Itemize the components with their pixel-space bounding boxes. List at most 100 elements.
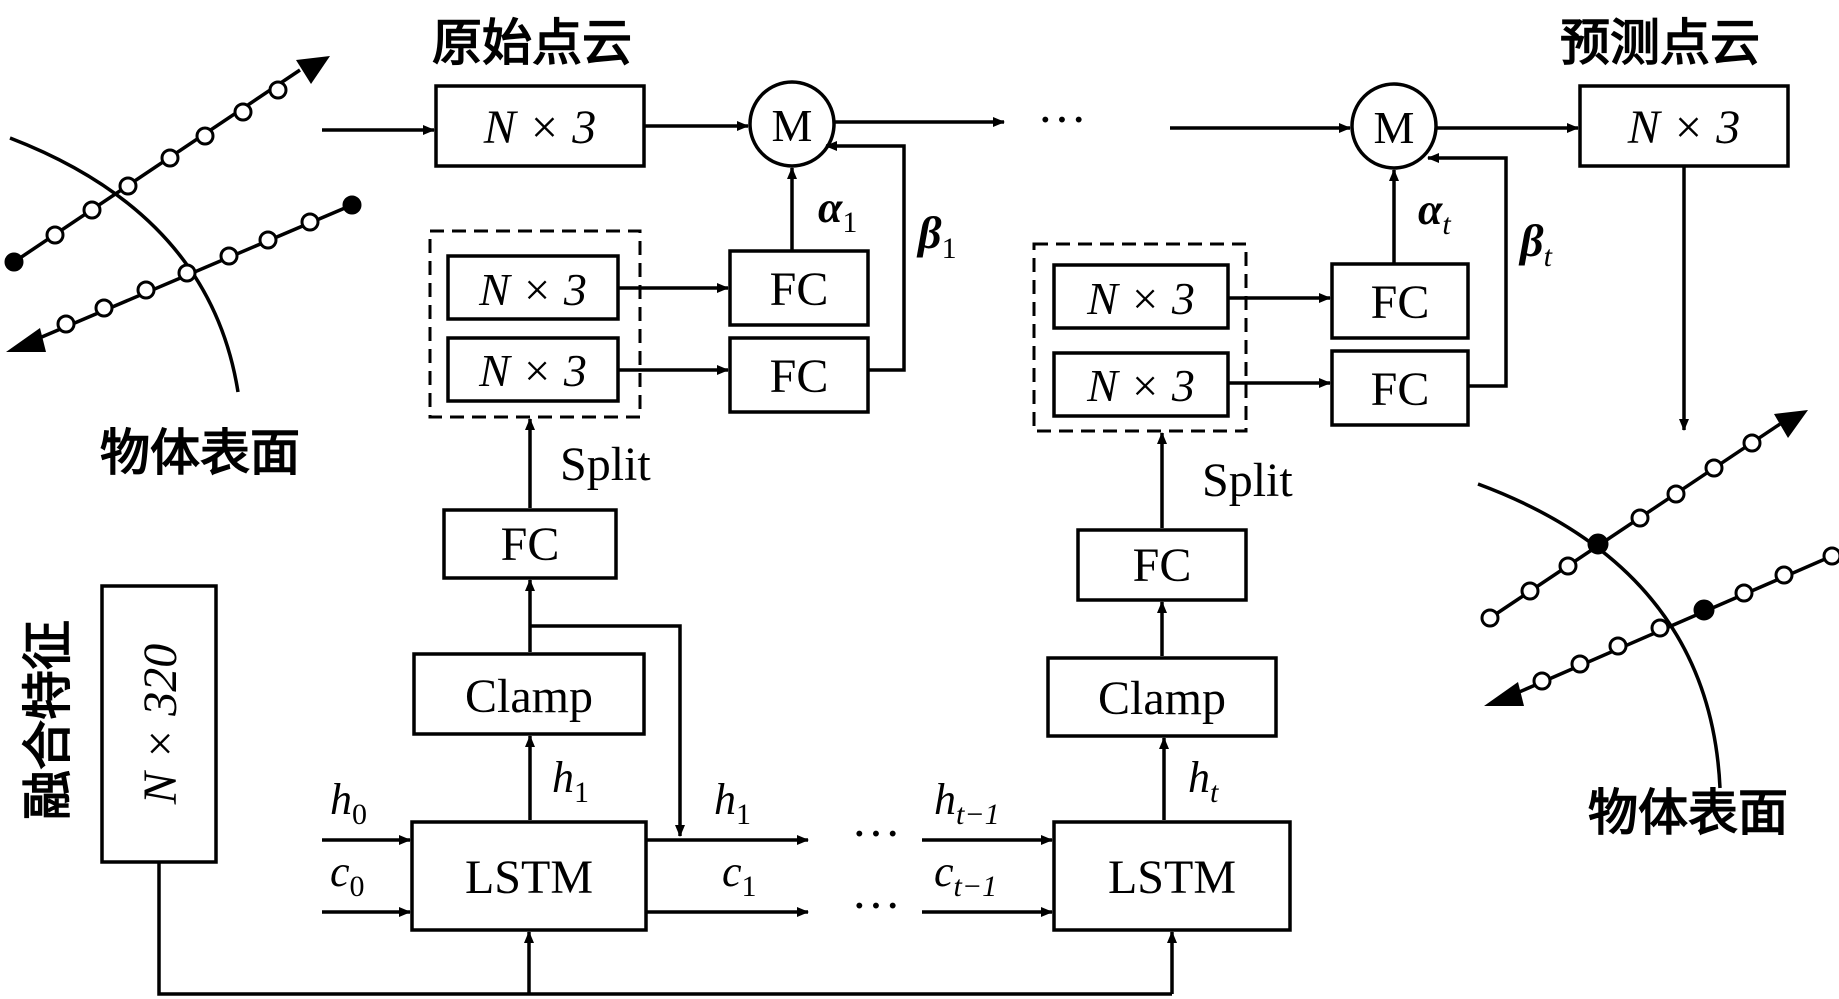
fused-feature-dim: N × 320 [134, 644, 187, 805]
beta-label-left: β1 [916, 207, 957, 265]
split-label-right: Split [1202, 454, 1293, 507]
merge-node-left [748, 80, 836, 168]
split-box-top-left [446, 254, 620, 321]
fc-beta-left-label: FC [770, 350, 829, 403]
ray-point [258, 230, 278, 250]
beta-line-right [1427, 153, 1508, 388]
original-cloud-title: 原始点云 [432, 14, 632, 72]
right-block: N × 3 N × 3 FC FC αt βt Split FC Clamp h… [922, 153, 1553, 932]
split-box-top-right [1052, 263, 1230, 330]
split-label-left: Split [560, 438, 651, 491]
c1-next-label: c1 [722, 847, 757, 903]
merge-node-left-label: M [772, 100, 813, 151]
pred-ray-down-points [1532, 546, 1839, 691]
fc-beta-right [1330, 349, 1470, 427]
ray-point [1532, 671, 1552, 691]
fc-alpha-left [728, 249, 870, 327]
beta-label-right: βt [1518, 215, 1553, 273]
alpha-label-right: αt [1418, 185, 1451, 241]
predicted-point-cloud-illustration: 物体表面 [1477, 410, 1839, 842]
object-surface-label-left: 物体表面 [100, 424, 300, 482]
beta-line-left [825, 141, 906, 372]
clamp-box-right [1046, 656, 1278, 738]
merge-node-right [1350, 82, 1438, 170]
ray-down-points [56, 195, 362, 334]
h0-label: h0 [330, 775, 367, 831]
ray-point [118, 176, 138, 196]
clamp-box-right-label: Clamp [1098, 672, 1226, 725]
pred-ray-up-points [1480, 433, 1762, 628]
object-surface-curve-right [1477, 482, 1722, 789]
fc-beta-left [728, 336, 870, 414]
ray-point [136, 280, 156, 300]
fc-main-right-label: FC [1133, 539, 1192, 592]
ray-up-arrowhead [296, 56, 330, 84]
ray-point [1734, 583, 1754, 603]
h1-next-label: h1 [714, 775, 751, 831]
ray-point [219, 246, 239, 266]
fused-feature-bus [157, 862, 1172, 996]
ray-point [195, 126, 215, 146]
ray-point [1822, 546, 1839, 566]
fc-alpha-left-label: FC [770, 263, 829, 316]
split-group-right [1032, 242, 1248, 433]
ray-point [1650, 618, 1670, 638]
input-cloud-dim: N × 3 [483, 101, 596, 154]
fc-alpha-right-label: FC [1371, 276, 1430, 329]
fused-feature-block: 融合特征 N × 320 [19, 584, 1177, 996]
ray-point [1608, 636, 1628, 656]
ray-down-arrowhead [6, 328, 46, 352]
ray-point [233, 102, 253, 122]
ray-point [94, 298, 114, 318]
ht-1-label: ht−1 [934, 775, 1000, 831]
ray-point [1774, 565, 1794, 585]
ray-point [177, 263, 197, 283]
ray-point [300, 212, 320, 232]
h-out-label-right: ht [1188, 753, 1219, 809]
ray-point [268, 80, 288, 100]
ray-point [160, 148, 180, 168]
c0-label: c0 [330, 847, 365, 903]
h-out-label-left: h1 [552, 753, 589, 809]
ray-point [1693, 599, 1715, 621]
ray-point [56, 314, 76, 334]
ray-point [1587, 533, 1609, 555]
pred-ray-up-arrowhead [1774, 410, 1808, 438]
fc-main-left-label: FC [501, 518, 560, 571]
ray-point [1666, 484, 1686, 504]
ray-point [1558, 556, 1578, 576]
ray-point [1520, 581, 1540, 601]
ray-point [1570, 654, 1590, 674]
clamp-box-left-label: Clamp [465, 670, 593, 723]
ellipsis-top: ··· [1037, 91, 1087, 147]
ellipsis-c: ··· [851, 877, 901, 933]
clamp-box-left [412, 652, 646, 736]
ray-point [82, 200, 102, 220]
fused-feature-box [100, 584, 218, 864]
fused-feature-label: 融合特征 [19, 620, 77, 820]
ray-point [1742, 433, 1762, 453]
fc-main-right [1076, 528, 1248, 602]
output-cloud-dim: N × 3 [1627, 101, 1740, 154]
split-box-top-right-dim: N × 3 [1086, 273, 1195, 324]
pred-ray-down-arrowhead [1484, 682, 1524, 706]
lstm-box-left [410, 820, 648, 932]
lstm-box-left-label: LSTM [465, 851, 593, 904]
merge-node-right-label: M [1374, 102, 1415, 153]
left-block: N × 3 N × 3 FC FC α1 β1 Split FC Clamp h… [322, 141, 957, 932]
fc-beta-right-label: FC [1371, 363, 1430, 416]
fc-main-left [442, 508, 618, 580]
ray-point [4, 252, 24, 272]
split-box-bottom-right-dim: N × 3 [1086, 360, 1195, 411]
lstm-box-right-label: LSTM [1108, 851, 1236, 904]
ct-1-label: ct−1 [934, 847, 997, 903]
ray-point [1480, 608, 1500, 628]
original-point-cloud-illustration: 物体表面 [4, 56, 362, 482]
lstm-box-right [1052, 820, 1292, 932]
split-box-top-left-dim: N × 3 [478, 264, 587, 315]
ellipsis-h: ··· [851, 805, 901, 861]
ray-up-points [4, 80, 288, 272]
ray-point [1630, 508, 1650, 528]
hidden-feedback-line-left [530, 624, 685, 837]
